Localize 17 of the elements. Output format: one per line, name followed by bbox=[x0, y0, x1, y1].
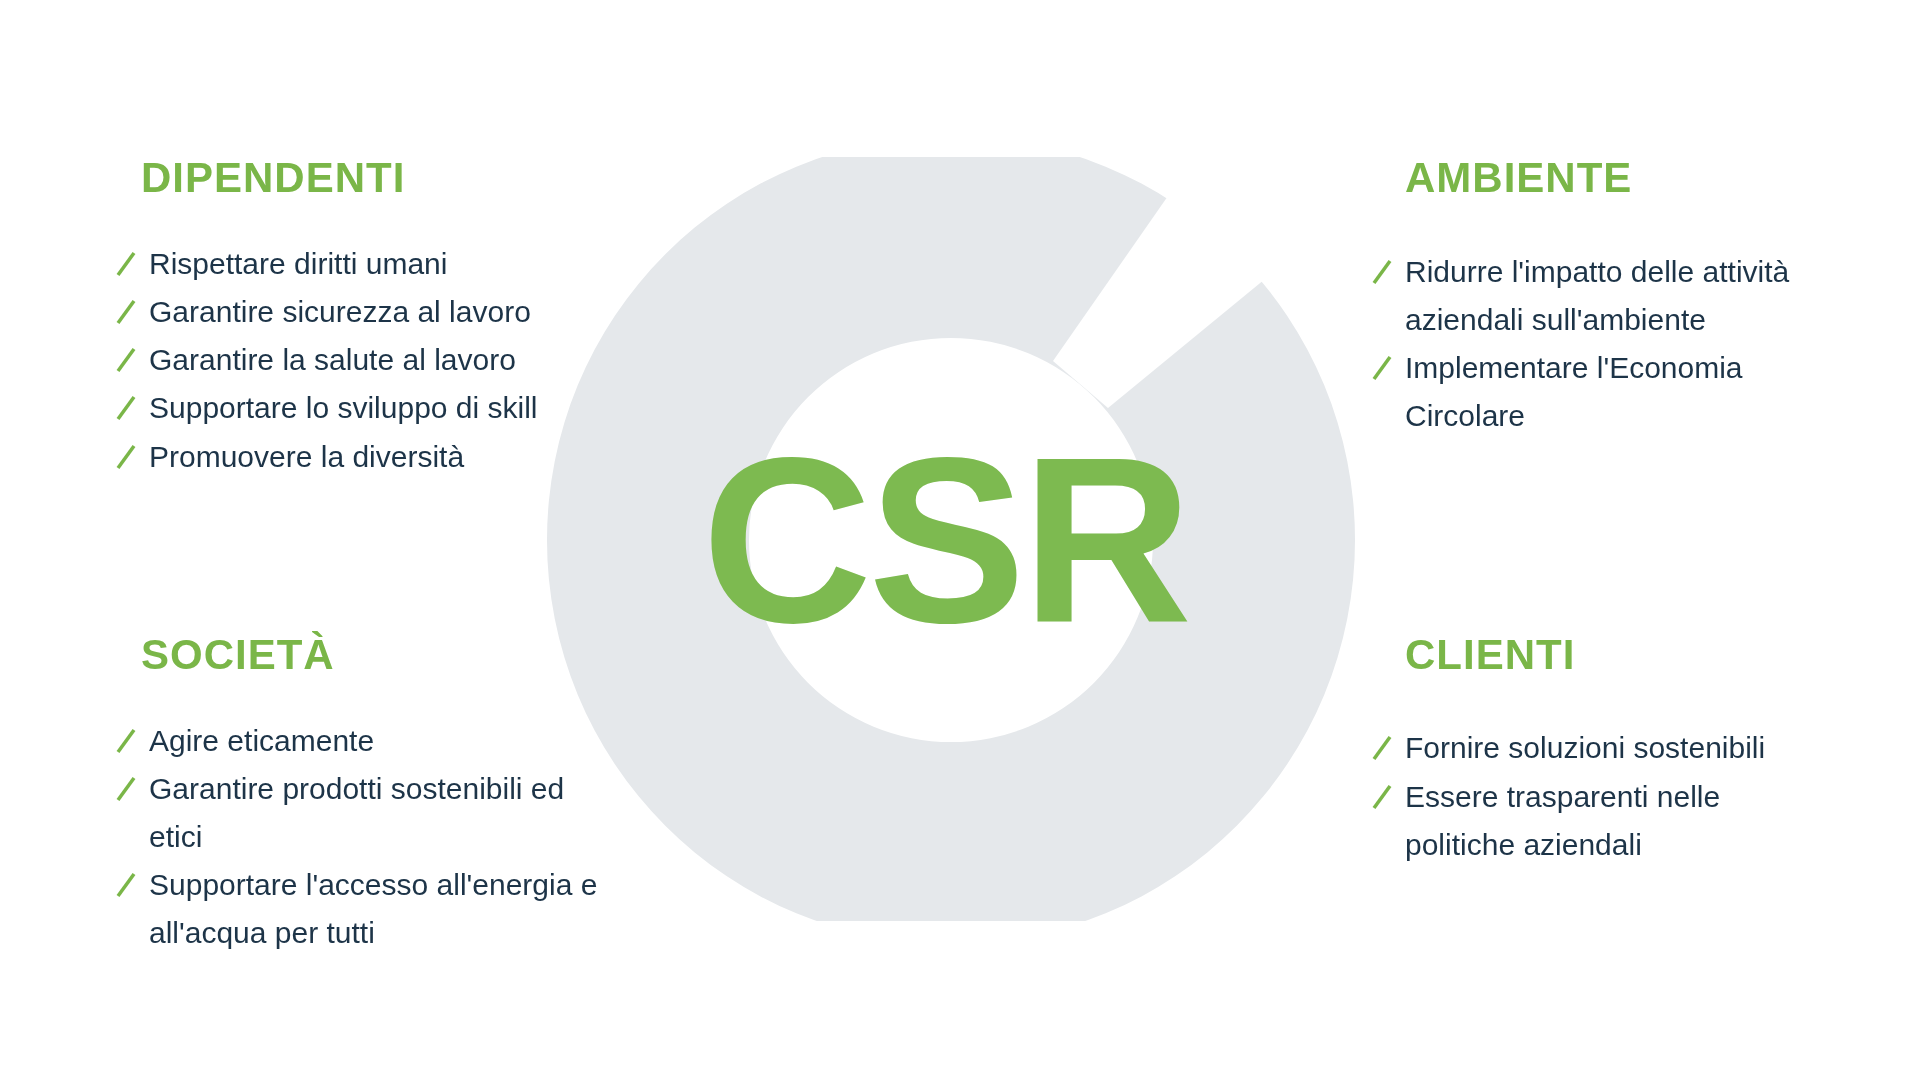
center-title: CSR bbox=[701, 422, 1189, 658]
bullet-text: Fornire soluzioni sostenibili bbox=[1405, 730, 1767, 766]
bullet-text: Promuovere la diversità bbox=[149, 439, 466, 475]
bullet-text: Agire eticamente bbox=[149, 723, 376, 759]
section-heading: CLIENTI bbox=[1405, 630, 1576, 680]
bullet-text: Rispettare diritti umani bbox=[149, 246, 449, 282]
bullet-text: Implementare l'Economia Circolare bbox=[1405, 350, 1744, 434]
bullet-text: Ridurre l'impatto delle attività aziendali sull'ambiente bbox=[1405, 254, 1791, 338]
section-heading: DIPENDENTI bbox=[141, 153, 406, 203]
section-heading: SOCIETÀ bbox=[141, 630, 335, 680]
section-heading: AMBIENTE bbox=[1405, 153, 1633, 203]
bullet-text: Garantire la salute al lavoro bbox=[149, 342, 517, 378]
bullet-text: Supportare lo sviluppo di skill bbox=[149, 390, 539, 426]
bullet-text: Essere trasparenti nelle politiche aziendali bbox=[1405, 779, 1722, 863]
bullet-text: Garantire prodotti sostenibili ed etici bbox=[149, 771, 566, 855]
bullet-text: Garantire sicurezza al lavoro bbox=[149, 294, 532, 330]
bullet-text: Supportare l'accesso all'energia e all'acqua per tutti bbox=[149, 867, 599, 951]
